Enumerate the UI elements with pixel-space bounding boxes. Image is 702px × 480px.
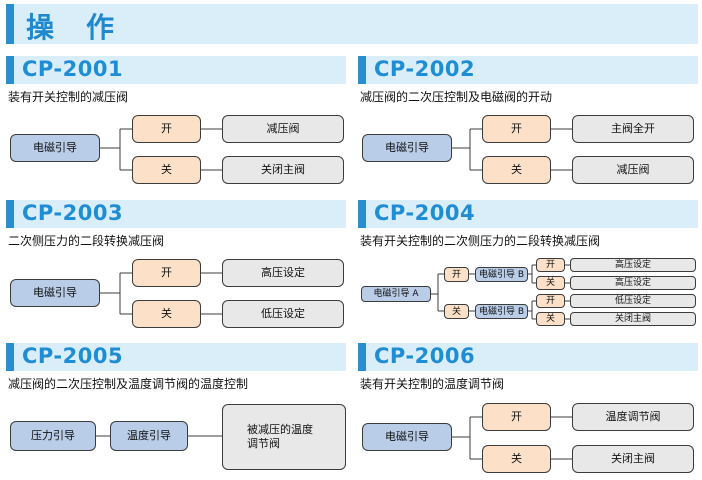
section-cp-2006: CP-2006 装有开关控制的温度调节阀 电磁引导 开 关 温度调节阀 关闭主阀 — [358, 343, 698, 480]
flow-connectors — [431, 264, 570, 320]
on-result-box: 温度调节阀 — [572, 403, 694, 431]
off-result-box: 减压阀 — [572, 156, 694, 184]
off-result-box: 关闭主阀 — [572, 445, 694, 473]
off-state-box: 关 — [482, 445, 551, 473]
on-result-box: 减压阀 — [222, 115, 344, 143]
pilot-a-box: 电磁引导 A — [361, 286, 431, 302]
flow-connectors — [96, 435, 222, 437]
flow-connectors — [452, 128, 572, 171]
section-cp-2002: CP-2002 减压阀的二次压控制及电磁阀的开动 电磁引导 开 关 主阀全开 减… — [358, 56, 698, 196]
flow-connectors — [100, 272, 222, 315]
r4-state-box: 关 — [536, 312, 565, 326]
section-description: 减压阀的二次压控制及温度调节阀的温度控制 — [8, 377, 249, 391]
pilot-box: 电磁引导 — [10, 134, 100, 162]
r2-result-box: 高压设定 — [570, 276, 696, 290]
temperature-pilot-box: 温度引导 — [110, 421, 188, 451]
pilot-b-upper-box: 电磁引导 B — [475, 267, 528, 282]
section-header: CP-2001 — [6, 56, 346, 84]
section-header: CP-2005 — [6, 343, 346, 371]
r3-state-box: 开 — [536, 294, 565, 308]
pilot-box: 电磁引导 — [362, 134, 452, 162]
pilot-b-lower-box: 电磁引导 B — [475, 304, 528, 319]
section-cp-2005: CP-2005 减压阀的二次压控制及温度调节阀的温度控制 压力引导 温度引导 被… — [6, 343, 346, 480]
pressure-pilot-box: 压力引导 — [10, 421, 96, 451]
r3-result-box: 低压设定 — [570, 294, 696, 308]
section-code: CP-2004 — [374, 201, 476, 225]
r2-state-box: 关 — [536, 276, 565, 290]
off-state-box: 关 — [132, 300, 201, 328]
on-result-box: 主阀全开 — [572, 115, 694, 143]
section-header: CP-2002 — [358, 56, 698, 84]
section-cp-2001: CP-2001 装有开关控制的减压阀 电磁引导 开 关 减压阀 关闭主阀 — [6, 56, 346, 196]
flow-connectors — [452, 416, 572, 460]
section-code: CP-2002 — [374, 57, 476, 81]
off-state-box: 关 — [482, 156, 551, 184]
result-box: 被减压的温度 调节阀 — [222, 404, 346, 470]
page-title: 操 作 — [26, 11, 117, 44]
section-description: 二次侧压力的二段转换减压阀 — [8, 234, 165, 248]
section-code: CP-2003 — [22, 201, 124, 225]
section-description: 装有开关控制的二次侧压力的二段转换减压阀 — [360, 234, 601, 248]
section-code: CP-2005 — [22, 344, 124, 368]
section-description: 装有开关控制的温度调节阀 — [360, 377, 505, 391]
section-header: CP-2004 — [358, 200, 698, 228]
section-code: CP-2001 — [22, 57, 124, 81]
on-state-box: 开 — [482, 403, 551, 431]
on-state-box: 开 — [132, 115, 201, 143]
section-cp-2003: CP-2003 二次侧压力的二段转换减压阀 电磁引导 开 关 高压设定 低压设定 — [6, 200, 346, 340]
on-state-box: 开 — [482, 115, 551, 143]
off-result-box: 关闭主阀 — [222, 156, 344, 184]
r1-state-box: 开 — [536, 258, 565, 272]
section-description: 装有开关控制的减压阀 — [8, 90, 129, 104]
page-banner: 操 作 — [6, 4, 698, 44]
on-state-box: 开 — [132, 259, 201, 287]
r4-result-box: 关闭主阀 — [570, 312, 696, 326]
section-header: CP-2006 — [358, 343, 698, 371]
pilot-box: 电磁引导 — [10, 279, 100, 307]
on-result-box: 高压设定 — [222, 259, 344, 287]
off-state-box: 关 — [132, 156, 201, 184]
section-code: CP-2006 — [374, 344, 476, 368]
off-result-box: 低压设定 — [222, 300, 344, 328]
section-cp-2004: CP-2004 装有开关控制的二次侧压力的二段转换减压阀 电磁引导 A 开 关 … — [358, 200, 698, 340]
r1-result-box: 高压设定 — [570, 258, 696, 272]
section-description: 减压阀的二次压控制及电磁阀的开动 — [360, 90, 553, 104]
lower-state-box: 关 — [444, 304, 469, 319]
upper-state-box: 开 — [444, 267, 469, 282]
flow-connectors — [100, 128, 222, 171]
section-header: CP-2003 — [6, 200, 346, 228]
pilot-box: 电磁引导 — [362, 423, 452, 451]
